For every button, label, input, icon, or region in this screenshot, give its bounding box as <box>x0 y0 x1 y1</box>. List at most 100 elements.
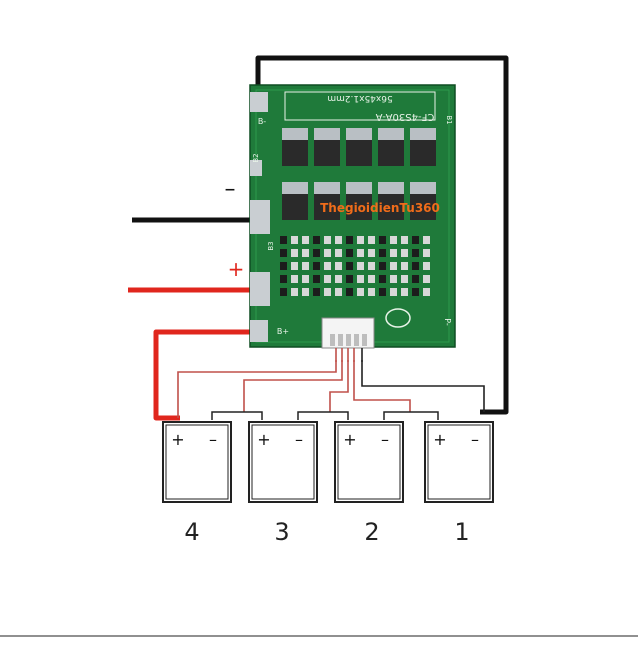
smd-part <box>313 288 320 296</box>
smd-part <box>346 275 353 283</box>
mosfet-tab <box>378 128 404 140</box>
connector-pin <box>338 334 343 346</box>
mosfet-body <box>378 194 404 220</box>
cell-label-1: 1 <box>454 518 469 546</box>
mosfet-body <box>282 140 308 166</box>
smd-part <box>379 275 386 283</box>
smd-part <box>379 262 386 270</box>
smd-part <box>368 288 375 296</box>
smd-part <box>291 275 298 283</box>
cell-label-4: 4 <box>184 518 199 546</box>
cell-4-minus: – <box>209 430 217 449</box>
mosfet-tab <box>314 128 340 140</box>
smd-part <box>390 275 397 283</box>
board-model-text: CF-4S30A-A <box>376 111 435 122</box>
bms-board <box>249 84 456 349</box>
connector-wire-bundle <box>335 348 363 362</box>
smd-part <box>390 288 397 296</box>
smd-part <box>357 275 364 283</box>
cell-inner <box>337 424 401 500</box>
cell-casing <box>248 421 318 503</box>
balance-wire-ground <box>361 360 485 412</box>
smd-part <box>368 236 375 244</box>
smd-part <box>280 262 287 270</box>
board-spec-text: 56x45x1.2mm <box>327 93 392 103</box>
pad-b-minus <box>250 92 268 112</box>
b-minus-loop-wire <box>255 55 509 415</box>
cell-polarity-marks: + – + – + – + – <box>171 430 479 449</box>
board-logo <box>385 308 411 328</box>
model-label-box <box>284 91 436 121</box>
mosfet-tab <box>410 182 436 194</box>
smd-part <box>291 288 298 296</box>
mosfet-array <box>282 128 436 220</box>
mosfet-body <box>282 194 308 220</box>
cell-1-plus: + <box>433 430 446 449</box>
pad-p-plus <box>250 272 270 306</box>
smd-part <box>401 262 408 270</box>
smd-part <box>324 236 331 244</box>
battery-cell-3 <box>248 421 318 503</box>
cell-4-plus: + <box>171 430 184 449</box>
mosfet-tab <box>282 182 308 194</box>
smd-part <box>335 236 342 244</box>
cell-3-plus: + <box>257 430 270 449</box>
smd-part <box>346 236 353 244</box>
pad-b2 <box>250 160 262 176</box>
mosfet-body <box>346 140 372 166</box>
board-watermark-text: ThegioidienTu360 <box>320 201 440 215</box>
mosfet-body <box>378 140 404 166</box>
smd-part <box>401 249 408 257</box>
cell-2-plus: + <box>343 430 356 449</box>
pad-label-b3: B3 <box>267 241 275 250</box>
connector-pin <box>362 334 367 346</box>
mosfet-body <box>346 194 372 220</box>
balance-connector-pins <box>330 334 367 346</box>
battery-cell-1 <box>424 421 494 503</box>
mosfet-tab <box>346 128 372 140</box>
smd-part <box>335 288 342 296</box>
smd-part <box>324 262 331 270</box>
smd-part <box>280 249 287 257</box>
smd-part <box>401 288 408 296</box>
smd-part <box>379 249 386 257</box>
battery-cell-4 <box>162 421 232 503</box>
pad-b-plus <box>250 320 268 342</box>
smd-part <box>412 249 419 257</box>
smd-part <box>379 236 386 244</box>
smd-part <box>346 262 353 270</box>
connector-pin <box>346 334 351 346</box>
smd-part <box>390 249 397 257</box>
mosfet-body <box>314 194 340 220</box>
balance-components <box>280 236 430 296</box>
smd-part <box>423 236 430 244</box>
smd-part <box>401 275 408 283</box>
smd-part <box>335 249 342 257</box>
smd-part <box>368 275 375 283</box>
smd-part <box>412 275 419 283</box>
cell-label-2: 2 <box>364 518 379 546</box>
smd-part <box>302 236 309 244</box>
smd-part <box>390 236 397 244</box>
mosfet-tab <box>410 128 436 140</box>
smd-part <box>302 288 309 296</box>
smd-part <box>324 249 331 257</box>
cell-label-3: 3 <box>274 518 289 546</box>
pad-p-minus <box>250 200 270 234</box>
smd-part <box>280 288 287 296</box>
smd-part <box>324 275 331 283</box>
mosfet-tab <box>314 182 340 194</box>
smd-part <box>280 275 287 283</box>
mosfet-tab <box>378 182 404 194</box>
mosfet-body <box>410 140 436 166</box>
series-links <box>211 411 439 420</box>
smd-part <box>423 275 430 283</box>
mosfet-body <box>410 194 436 220</box>
smd-part <box>313 249 320 257</box>
smd-part <box>291 249 298 257</box>
cell-1-minus: – <box>471 430 479 449</box>
connector-pin <box>330 334 335 346</box>
smd-part <box>423 249 430 257</box>
